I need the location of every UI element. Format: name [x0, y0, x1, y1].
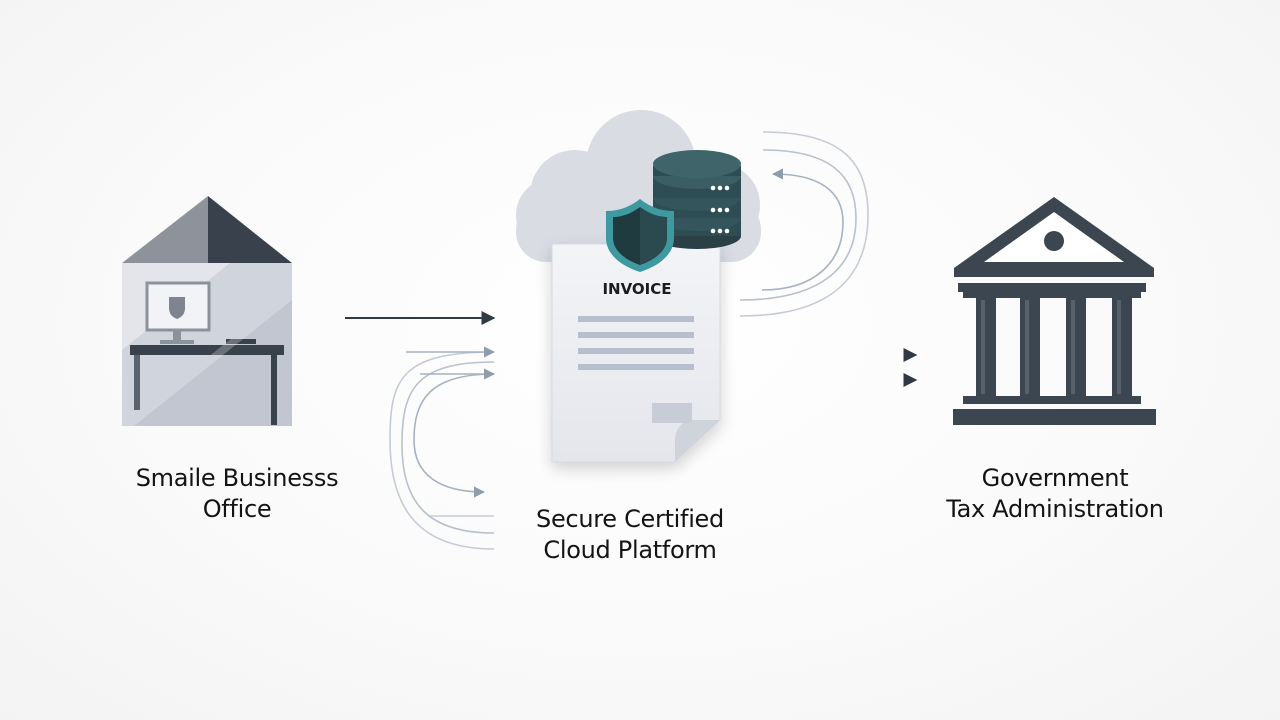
feedback-loop-middle	[739, 149, 857, 301]
arrows-cloud-feedback	[739, 131, 869, 317]
loop-arrow-inner	[413, 373, 495, 498]
arrows-cloud-to-government	[755, 348, 918, 387]
government-building-icon	[953, 197, 1156, 425]
office-desk-icon	[122, 196, 292, 426]
feedback-loop-outer	[739, 131, 869, 317]
database-icon	[653, 150, 741, 249]
gov-label-line2: Tax Administration	[946, 495, 1164, 523]
shield-icon	[606, 199, 674, 272]
office-label-line2: Office	[202, 495, 272, 523]
invoice-lines	[578, 316, 694, 370]
office-label-line1: Smaile Businesss	[135, 464, 339, 492]
cloud-platform-label: Secure Certified Cloud Platform	[470, 504, 790, 566]
loop-arrow-middle	[401, 361, 495, 534]
gov-label-line1: Government	[981, 464, 1129, 492]
cloud-label-line1: Secure Certified	[536, 505, 724, 533]
loop-arrow-outer	[389, 351, 495, 550]
office-label: Smaile Businesss Office	[82, 463, 392, 525]
government-label: Government Tax Administration	[910, 463, 1200, 525]
cloud-label-line2: Cloud Platform	[543, 536, 717, 564]
invoice-title: INVOICE	[602, 280, 671, 298]
cloud-database-icon: INVOICE	[516, 110, 761, 463]
feedback-loop-inner	[761, 168, 844, 291]
arrows-office-to-cloud	[345, 311, 496, 550]
invoice-stamp	[652, 403, 692, 423]
